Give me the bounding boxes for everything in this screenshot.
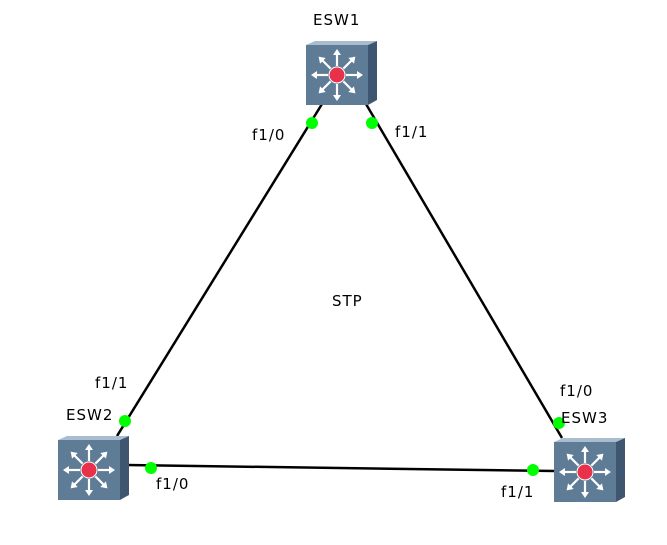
- arrow-head: [605, 468, 611, 476]
- switch-esw2[interactable]: [58, 436, 129, 500]
- links: [115, 103, 564, 473]
- arrow-head: [100, 481, 108, 489]
- switch-label-esw3: ESW3: [561, 409, 608, 427]
- switch-hub-dot: [80, 461, 98, 479]
- port-label-esw3-f1-1: f1/1: [501, 483, 534, 501]
- switch-hub-dot: [328, 66, 346, 84]
- port-label-esw3-f1-0: f1/0: [560, 382, 593, 400]
- port-label-esw1-f1-0: f1/0: [252, 126, 285, 144]
- center-label: STP: [332, 292, 363, 310]
- switch-side-face: [120, 436, 129, 500]
- port-dot-esw3-f1-1: [527, 464, 539, 476]
- port-label-esw1-f1-1: f1/1: [395, 123, 428, 141]
- arrow-head: [85, 444, 93, 450]
- switch-top-face: [306, 41, 377, 45]
- switch-top-face: [554, 438, 625, 442]
- link-esw1-esw2: [115, 103, 324, 437]
- arrow-head: [333, 95, 341, 101]
- arrow-head: [348, 56, 356, 64]
- port-label-esw2-f1-0: f1/0: [156, 475, 189, 493]
- port-dot-esw3-f1-0: [553, 417, 565, 429]
- arrow-head: [566, 453, 574, 461]
- arrow-head: [581, 492, 589, 498]
- arrow-head: [63, 466, 69, 474]
- port-dot-esw2-f1-1: [119, 415, 131, 427]
- arrow-head: [333, 49, 341, 55]
- switch-esw1[interactable]: [306, 41, 377, 105]
- switch-label-esw2: ESW2: [66, 406, 113, 424]
- arrow-head: [596, 453, 604, 461]
- port-dot-esw1-f1-1: [366, 117, 378, 129]
- link-esw1-esw3: [364, 103, 564, 439]
- arrow-head: [581, 446, 589, 452]
- multilayer-switch-arrows-icon: [559, 446, 611, 498]
- switch-side-face: [616, 438, 625, 502]
- port-dot-esw1-f1-0: [306, 117, 318, 129]
- arrow-head: [318, 56, 326, 64]
- arrow-head: [318, 86, 326, 94]
- switch-label-esw1: ESW1: [313, 11, 360, 29]
- arrow-head: [357, 71, 363, 79]
- arrow-head: [566, 483, 574, 491]
- arrow-head: [559, 468, 565, 476]
- multilayer-switch-arrows-icon: [311, 49, 363, 101]
- arrow-head: [85, 490, 93, 496]
- switch-hub-dot: [576, 463, 594, 481]
- port-label-esw2-f1-1: f1/1: [95, 374, 128, 392]
- arrow-head: [596, 483, 604, 491]
- switch-esw3[interactable]: [554, 438, 625, 502]
- port-dots: [119, 117, 565, 476]
- port-dot-esw2-f1-0: [145, 462, 157, 474]
- arrow-head: [100, 451, 108, 459]
- arrow-head: [70, 451, 78, 459]
- arrow-head: [311, 71, 317, 79]
- arrow-head: [348, 86, 356, 94]
- switch-top-face: [58, 436, 129, 440]
- arrow-head: [70, 481, 78, 489]
- link-esw2-esw3: [124, 463, 555, 473]
- arrow-head: [109, 466, 115, 474]
- switch-side-face: [368, 41, 377, 105]
- multilayer-switch-arrows-icon: [63, 444, 115, 496]
